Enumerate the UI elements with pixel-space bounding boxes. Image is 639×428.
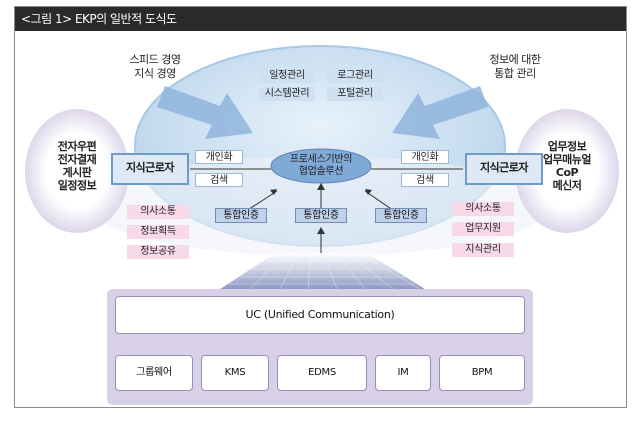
left-circle-line: 게시판 bbox=[62, 166, 92, 179]
uc-box: UC (Unified Communication) bbox=[115, 296, 525, 334]
right-circle bbox=[515, 109, 619, 233]
left-circle-line: 일정정보 bbox=[57, 179, 97, 192]
left-tag-search: 검색 bbox=[195, 173, 243, 187]
system-kms: KMS bbox=[201, 355, 269, 391]
cloud-item-log: 로그관리 bbox=[327, 69, 383, 83]
right-circle-line: 업무매뉴얼 bbox=[542, 153, 592, 166]
arrowhead-left bbox=[270, 189, 277, 195]
auth-right: 통합인증 bbox=[375, 208, 427, 223]
grid-plane bbox=[220, 253, 425, 289]
left-pink-acquisition: 정보획득 bbox=[127, 225, 189, 239]
top-left-label-line: 지식 경영 bbox=[134, 67, 176, 80]
left-tag-personalization: 개인화 bbox=[195, 150, 243, 164]
arrowhead-up bbox=[317, 227, 325, 234]
figure-frame: <그림 1> EKP의 일반적 도식도 bbox=[14, 6, 627, 408]
right-tag-personalization: 개인화 bbox=[401, 150, 449, 164]
left-circle bbox=[25, 109, 129, 233]
arrowhead-mid bbox=[317, 183, 325, 190]
left-pink-communication: 의사소통 bbox=[127, 205, 189, 219]
top-right-arrow bbox=[392, 86, 488, 139]
grid-lines bbox=[219, 252, 421, 290]
arrowhead-right bbox=[365, 189, 372, 195]
title-bar: <그림 1> EKP의 일반적 도식도 bbox=[15, 7, 626, 31]
top-right-label: 정보에 대한 통합 관리 bbox=[470, 53, 560, 81]
right-pink-support: 업무지원 bbox=[452, 222, 514, 236]
right-circle-line: 메신저 bbox=[552, 179, 582, 192]
right-pink-communication: 의사소통 bbox=[452, 202, 514, 216]
right-tag-search: 검색 bbox=[401, 173, 449, 187]
top-right-label-line: 통합 관리 bbox=[494, 67, 536, 80]
top-left-arrow bbox=[157, 86, 253, 139]
auth-left: 통합인증 bbox=[215, 208, 267, 223]
right-circle-text: 업무정보 업무매뉴얼 CoP 메신저 bbox=[527, 140, 607, 192]
system-edms: EDMS bbox=[277, 355, 367, 391]
left-circle-line: 전자결재 bbox=[57, 153, 97, 166]
system-im: IM bbox=[375, 355, 431, 391]
center-bus-label: 프로세스기반의 협업솔루션 bbox=[271, 154, 371, 178]
right-knowledge-worker: 지식근로자 bbox=[465, 153, 543, 185]
center-bus-line: 프로세스기반의 bbox=[289, 154, 353, 165]
system-groupware: 그룹웨어 bbox=[115, 355, 193, 391]
right-pink-knowledge: 지식관리 bbox=[452, 243, 514, 257]
top-left-label: 스피드 경영 지식 경영 bbox=[110, 53, 200, 81]
cloud-item-portal: 포털관리 bbox=[327, 87, 383, 101]
auth-center: 통합인증 bbox=[295, 208, 347, 223]
left-pink-sharing: 정보공유 bbox=[127, 245, 189, 259]
cloud-item-schedule: 일정관리 bbox=[259, 69, 315, 83]
uc-label: UC (Unified Communication) bbox=[245, 308, 395, 321]
top-right-label-line: 정보에 대한 bbox=[489, 53, 541, 66]
left-circle-text: 전자우편 전자결재 게시판 일정정보 bbox=[37, 140, 117, 192]
top-left-label-line: 스피드 경영 bbox=[129, 53, 181, 66]
figure-title: <그림 1> EKP의 일반적 도식도 bbox=[21, 12, 177, 26]
cloud-item-system: 시스템관리 bbox=[259, 87, 315, 101]
left-circle-line: 전자우편 bbox=[57, 140, 97, 153]
system-bpm: BPM bbox=[439, 355, 525, 391]
right-circle-line: CoP bbox=[555, 166, 579, 179]
right-circle-line: 업무정보 bbox=[547, 140, 587, 153]
left-knowledge-worker: 지식근로자 bbox=[111, 153, 189, 185]
center-bus-line: 협업솔루션 bbox=[298, 166, 344, 177]
